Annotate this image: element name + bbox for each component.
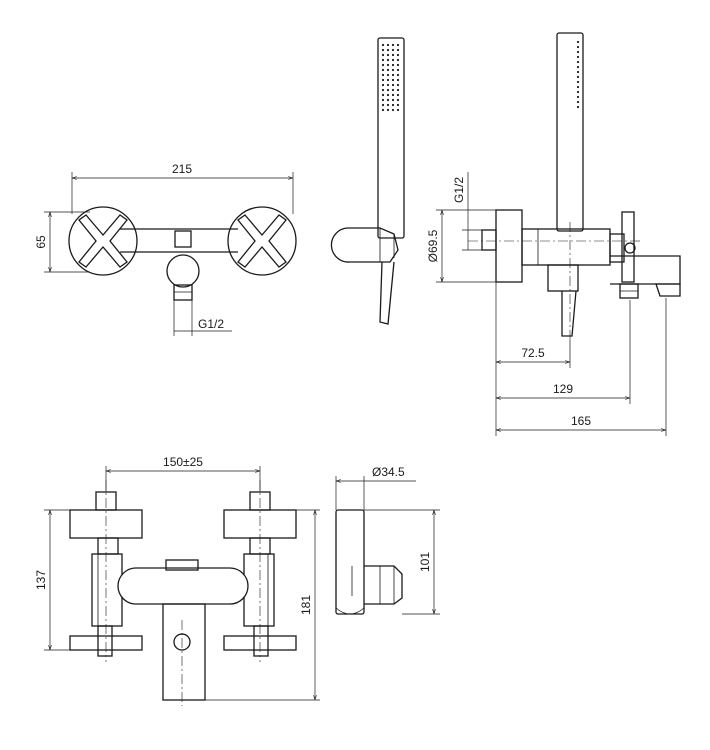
left-cross-handle	[78, 214, 128, 268]
bottom-spout	[162, 603, 206, 701]
dim-725-label: 72.5	[521, 346, 545, 360]
left-handle-disc	[68, 206, 138, 276]
front-view	[44, 172, 297, 336]
dim-g12-front-label: G1/2	[198, 317, 224, 331]
hose	[379, 261, 395, 325]
top-view	[44, 466, 320, 706]
dim-dia-345-label: Ø34.5	[372, 465, 405, 479]
dim-181-label: 181	[299, 595, 313, 615]
side-view	[436, 32, 681, 436]
dim-101-label: 101	[418, 552, 432, 572]
hand-shower-view	[330, 37, 405, 325]
dim-dia-695-label: Ø69.5	[426, 229, 440, 262]
wall-holder	[330, 227, 399, 263]
dim-137-label: 137	[34, 570, 48, 590]
dim-g12-side-label: G1/2	[452, 177, 466, 203]
side-spout	[610, 255, 681, 285]
wall-rosette	[495, 209, 523, 283]
side-hand-shower	[556, 32, 584, 232]
shower-nozzle-grid	[381, 43, 400, 112]
center-pipe	[117, 567, 249, 605]
dim-150-label: 150±25	[163, 455, 203, 469]
holder-body	[335, 509, 365, 615]
hand-shower-body	[377, 37, 405, 239]
diverter-lever	[561, 290, 577, 337]
dim-129-label: 129	[553, 382, 573, 396]
dim-65-label: 65	[34, 235, 48, 249]
dim-165-label: 165	[571, 414, 591, 428]
dim-215-label: 215	[172, 162, 192, 176]
side-nozzle-column	[576, 40, 580, 109]
holder-detail-view	[335, 476, 440, 615]
right-handle-disc	[227, 206, 297, 276]
right-cross-handle	[237, 214, 287, 268]
holder-clip	[364, 565, 403, 605]
side-handle	[621, 211, 635, 283]
mixer-body	[521, 228, 611, 266]
